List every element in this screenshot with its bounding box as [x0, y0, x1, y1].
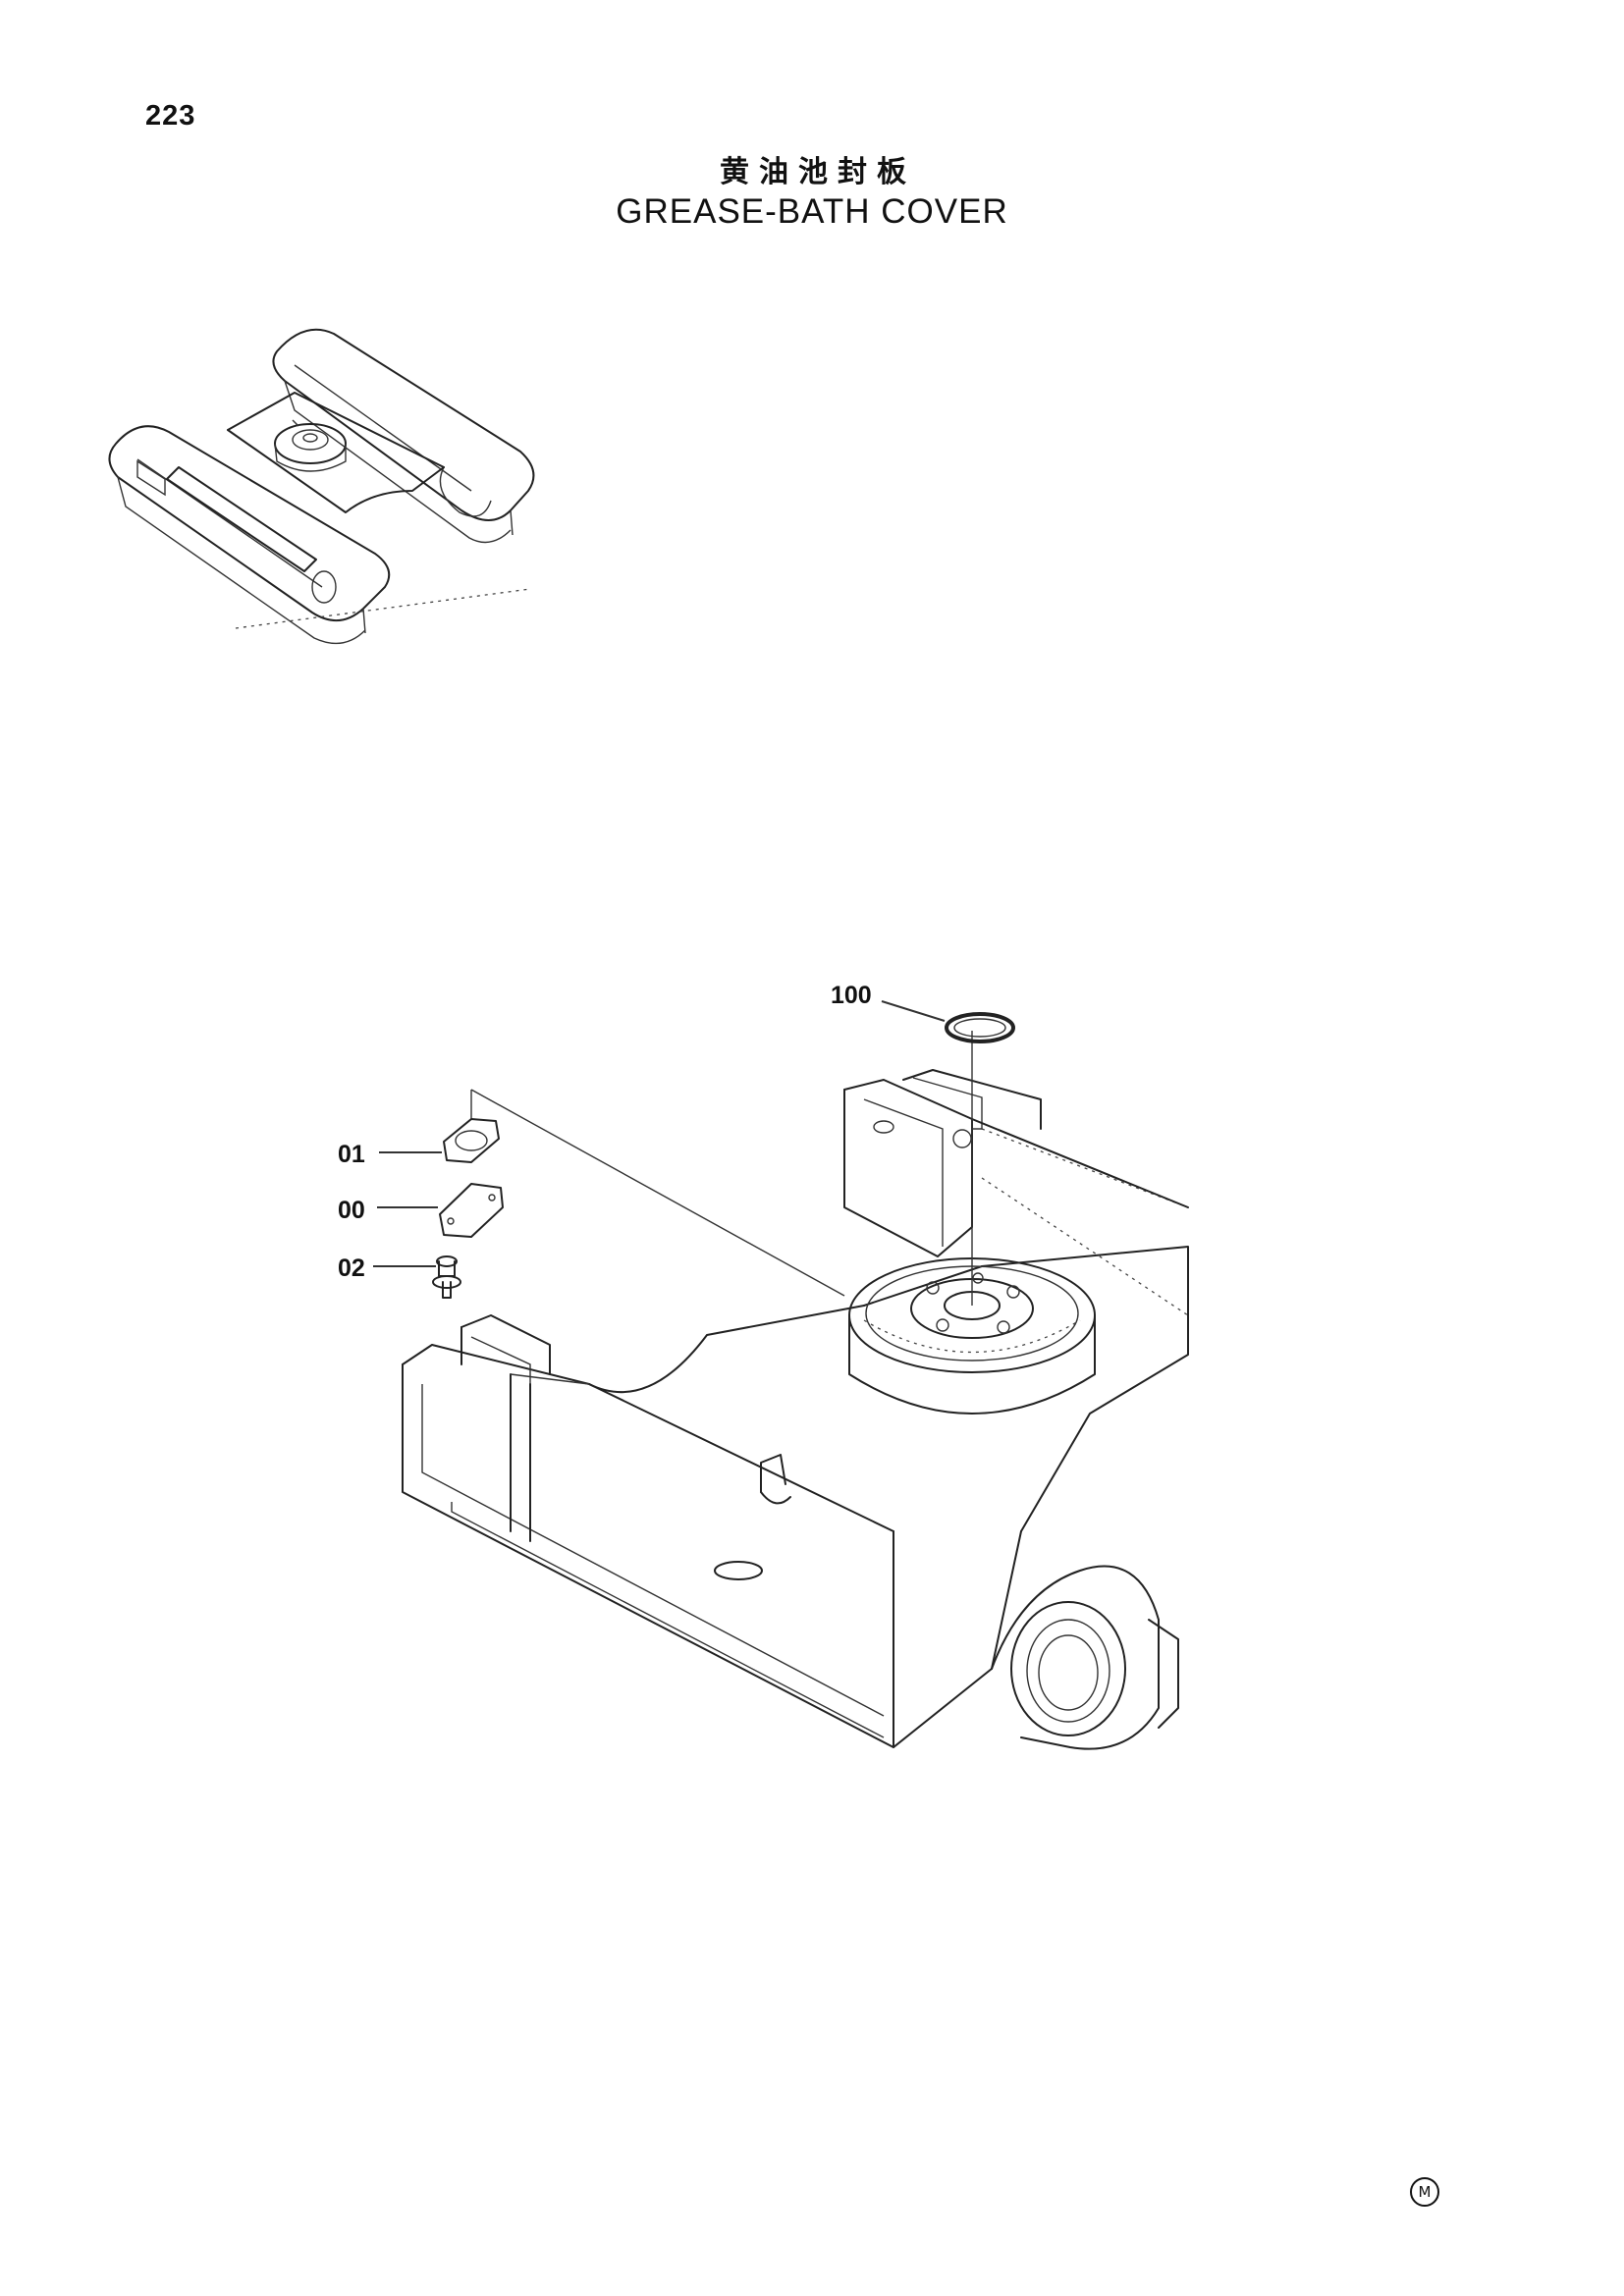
- part-00-cover-plate: [439, 1183, 504, 1238]
- callout-100: 100: [831, 982, 872, 1009]
- part-01-gasket: [443, 1118, 500, 1163]
- part-100-o-ring: [945, 1012, 1015, 1043]
- part-02-bolt: [432, 1255, 461, 1299]
- overview-undercarriage-illustration: [108, 328, 535, 645]
- title-english: GREASE-BATH COVER: [616, 192, 1008, 231]
- callout-00: 00: [338, 1197, 365, 1224]
- title-chinese: 黄油池封板: [720, 155, 916, 189]
- circled-m-mark: M: [1410, 2177, 1439, 2207]
- callout-01: 01: [338, 1141, 365, 1168]
- page-number: 223: [145, 100, 196, 132]
- callout-02: 02: [338, 1255, 365, 1282]
- track-frame-illustration: [402, 1031, 1189, 1750]
- callout-leaders: [373, 1000, 946, 1267]
